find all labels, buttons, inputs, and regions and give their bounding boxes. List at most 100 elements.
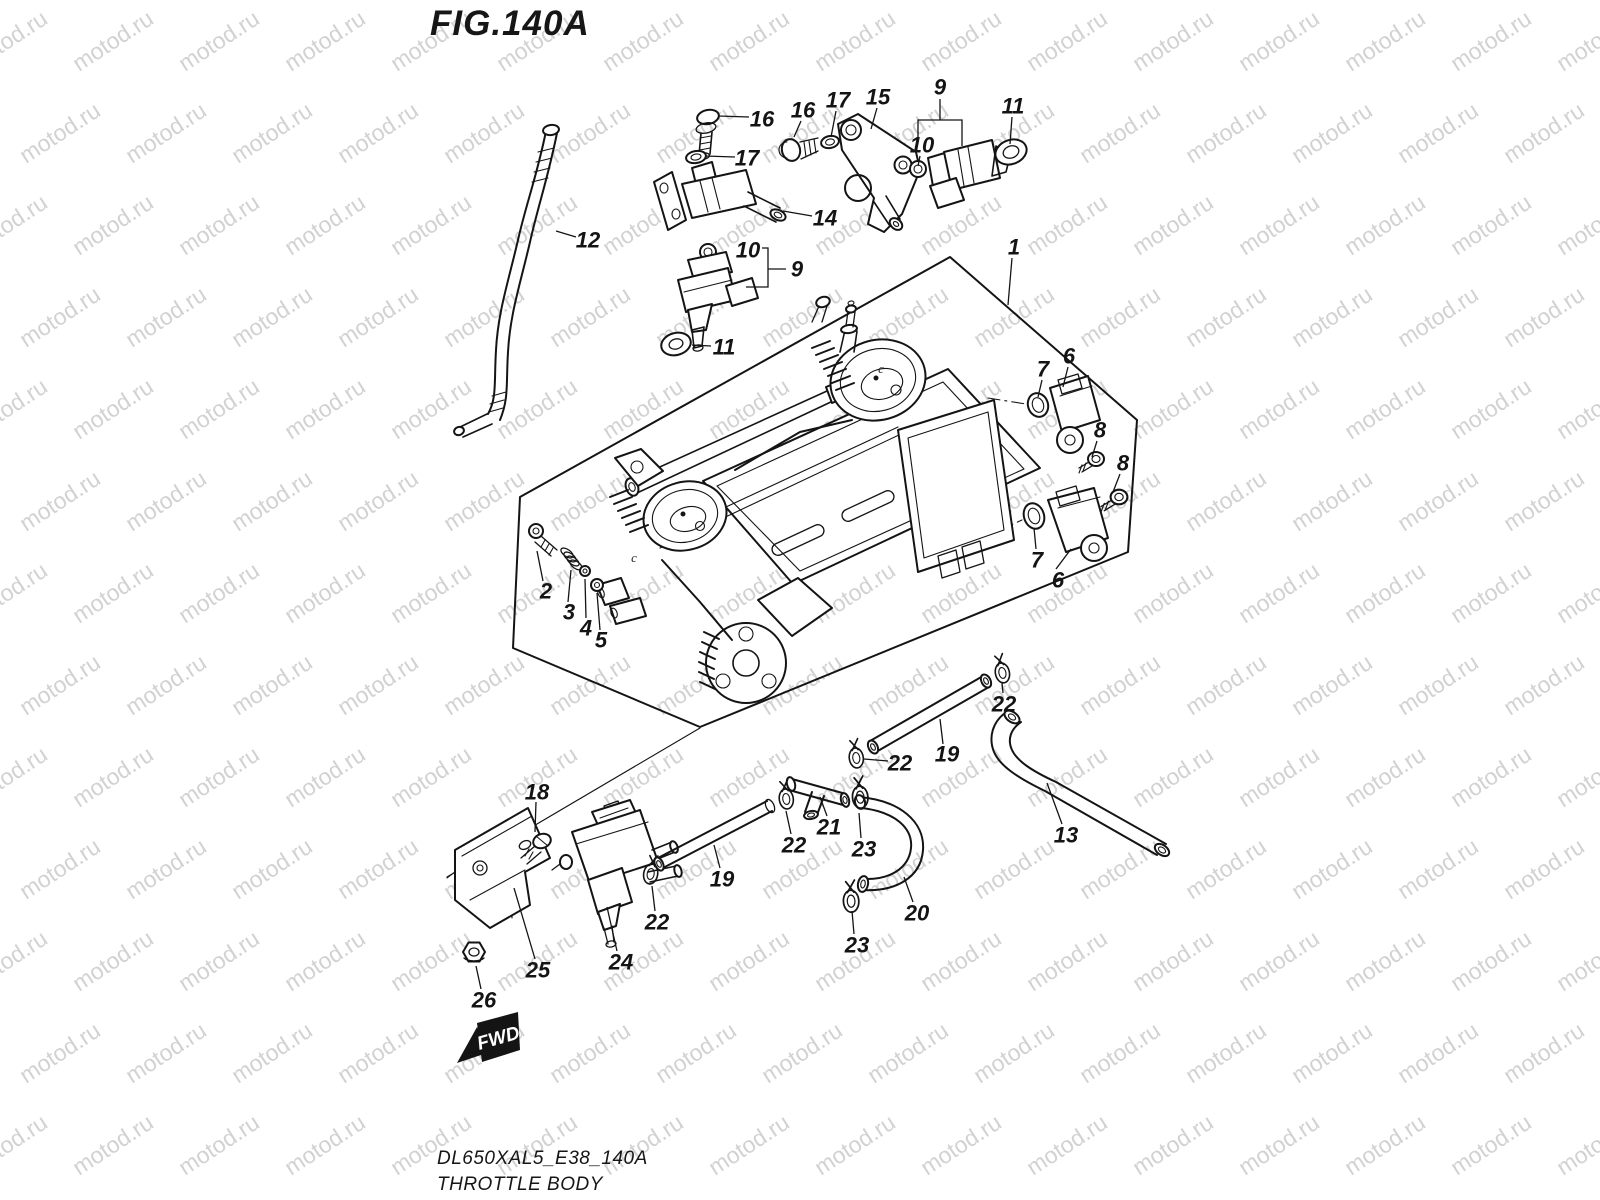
callout-label-6: 6 [1063, 344, 1076, 369]
watermark-text: motod.ru [1181, 465, 1271, 536]
watermark-text: motod.ru [492, 373, 582, 444]
watermark-text: motod.ru [1075, 281, 1165, 352]
watermark-text: motod.ru [121, 281, 211, 352]
leader-line [717, 115, 750, 118]
cast-mark: c [631, 550, 637, 565]
leader-line [534, 801, 537, 833]
callout-label-7: 7 [1037, 357, 1051, 382]
watermark-text: motod.ru [1446, 925, 1536, 996]
watermark-text: motod.ru [1128, 925, 1218, 996]
watermark-text: motod.ru [0, 741, 52, 812]
watermark-text: motod.ru [1128, 557, 1218, 628]
callout-label-5: 5 [595, 628, 608, 653]
callout-label-19: 19 [710, 867, 735, 892]
watermark-text: motod.ru [969, 1017, 1059, 1088]
watermark-text: motod.ru [386, 925, 476, 996]
watermark-text: motod.ru [1181, 1017, 1271, 1088]
watermark-text: motod.ru [0, 5, 52, 76]
watermark-text: motod.ru [545, 1017, 635, 1088]
watermark-text: motod.ru [174, 741, 264, 812]
injector-9a [660, 243, 759, 357]
throttle-body-drawing [596, 295, 1041, 704]
washer-17a [685, 149, 707, 165]
leader-line [863, 758, 889, 762]
callout-label-1: 1 [1008, 235, 1020, 260]
callout-label-17: 17 [735, 146, 761, 171]
watermark-text: motod.ru [1022, 1109, 1112, 1180]
watermark-text: motod.ru [68, 557, 158, 628]
watermark-text: motod.ru [704, 1109, 794, 1180]
callout-label-17: 17 [826, 88, 852, 113]
callout-label-11: 11 [1002, 94, 1025, 119]
watermark-text: motod.ru [15, 97, 105, 168]
watermark-text: motod.ru [0, 189, 52, 260]
watermark-text: motod.ru [227, 465, 317, 536]
watermark-text: motod.ru [15, 465, 105, 536]
lower-return-spring [609, 489, 649, 533]
watermark-text: motod.ru [386, 557, 476, 628]
watermark-text: motod.ru [1181, 281, 1271, 352]
callout-label-22: 22 [991, 692, 1017, 717]
watermark-text: motod.ru [1340, 5, 1430, 76]
callout-label-23: 23 [844, 933, 869, 958]
watermark-text: motod.ru [0, 925, 52, 996]
watermark-text: motod.ru [333, 833, 423, 904]
callout-label-18: 18 [525, 780, 550, 805]
watermark-text: motod.ru [68, 189, 158, 260]
watermark-text: motod.ru [1446, 557, 1536, 628]
watermark-text: motod.ru [15, 281, 105, 352]
watermark-text: motod.ru [969, 833, 1059, 904]
leader-line [704, 155, 736, 158]
hose-20 [853, 794, 925, 893]
watermark-text: motod.ru [1393, 1017, 1483, 1088]
watermark-text: motod.ru [1022, 5, 1112, 76]
callout-label-22: 22 [644, 910, 670, 935]
watermark-text: motod.ru [1181, 97, 1271, 168]
watermark-text: motod.ru [1234, 189, 1324, 260]
leader-line [513, 887, 536, 960]
watermark-text: motod.ru [1234, 925, 1324, 996]
watermark-text: motod.ru [174, 557, 264, 628]
watermark-text: motod.ru [916, 741, 1006, 812]
watermark-text: motod.ru [280, 557, 370, 628]
watermark-text: motod.ru [1128, 189, 1218, 260]
watermark-text: motod.ru [1552, 557, 1600, 628]
callout-label-6: 6 [1052, 568, 1065, 593]
leader-line [1033, 527, 1037, 550]
leader-line [651, 885, 656, 912]
watermark-text: motod.ru [1340, 189, 1430, 260]
watermark-text: motod.ru [863, 1017, 953, 1088]
watermark-text: motod.ru [333, 465, 423, 536]
leader-line [475, 965, 482, 990]
bracket-25 [454, 807, 551, 929]
callout-label-16: 16 [750, 107, 775, 132]
watermark-text: motod.ru [1181, 649, 1271, 720]
callout-label-8: 8 [1094, 418, 1107, 443]
watermark-text: motod.ru [439, 281, 529, 352]
watermark-text: motod.ru [1552, 373, 1600, 444]
bolt-16b [778, 137, 819, 162]
watermark-text: motod.ru [704, 373, 794, 444]
watermark-text: motod.ru [1393, 833, 1483, 904]
watermark-text: motod.ru [1287, 465, 1377, 536]
callout-label-24: 24 [608, 950, 633, 975]
leader-line [782, 210, 813, 217]
idle-screw-set [528, 523, 604, 592]
leader-line [851, 910, 855, 935]
watermark-text: motod.ru [1393, 649, 1483, 720]
callout-label-10: 10 [910, 133, 935, 158]
leader-line [1046, 782, 1063, 825]
watermark-text: motod.ru [1499, 833, 1589, 904]
watermark-text: motod.ru [1128, 373, 1218, 444]
watermark-text: motod.ru [439, 465, 529, 536]
watermark-text: motod.ru [1499, 281, 1589, 352]
watermark-text: motod.ru [704, 925, 794, 996]
watermark-text: motod.ru [68, 5, 158, 76]
watermark-text: motod.ru [1446, 741, 1536, 812]
washer-17b [820, 134, 840, 150]
watermark-text: motod.ru [916, 5, 1006, 76]
callout-label-26: 26 [471, 988, 497, 1013]
leader-line [596, 592, 601, 631]
callout-brackets [746, 99, 963, 288]
leader-line [1037, 379, 1043, 398]
